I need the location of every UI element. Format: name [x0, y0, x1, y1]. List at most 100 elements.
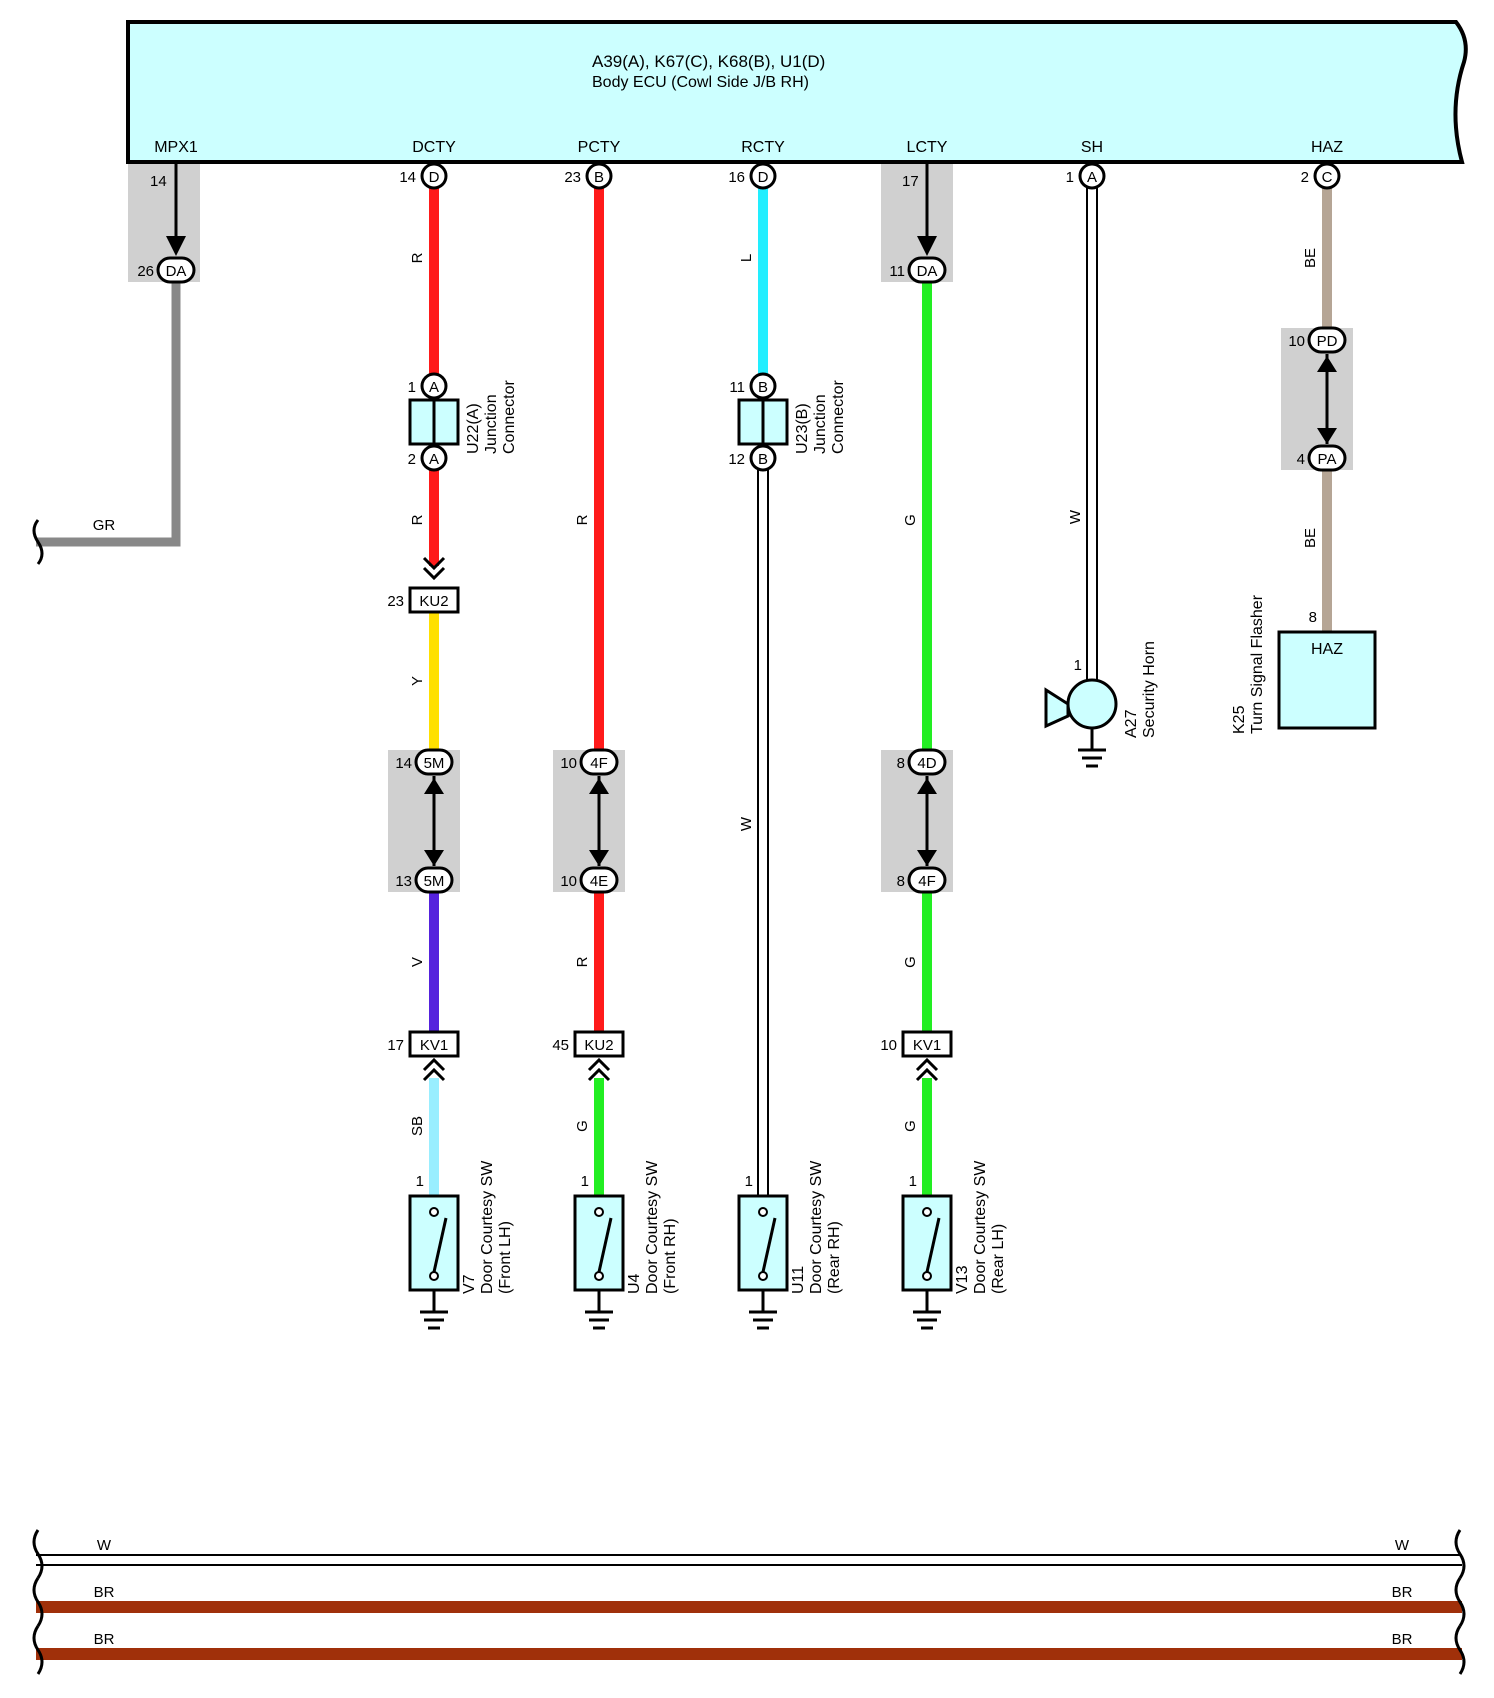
pcty-pin: 23: [564, 169, 581, 186]
rcty-junction-pin-out: 12: [728, 451, 745, 468]
dcty-junction-letter-out: A: [429, 451, 439, 468]
pcty-conn2-pin-top: 10: [560, 755, 577, 772]
pcty-circuit: B 23 R 4F 10 4E 10 R KU2 45 G 1 U4 Door …: [552, 162, 679, 1330]
pcty-conn3-name: KU2: [584, 1037, 613, 1054]
lcty-wire1: G: [902, 514, 919, 526]
haz-flasher-name: K25: [1231, 705, 1248, 734]
lcty-switch-desc1: Door Courtesy SW: [972, 1160, 989, 1294]
rcty-wire1: L: [738, 254, 755, 262]
dcty-switch-name: V7: [461, 1274, 478, 1294]
pcty-pin-letter: B: [594, 169, 604, 186]
rcty-junction-name: U23(B): [794, 403, 811, 454]
haz-flasher-desc: Turn Signal Flasher: [1249, 594, 1266, 734]
dcty-switch-desc1: Door Courtesy SW: [479, 1160, 496, 1294]
dcty-junction-pin-out: 2: [408, 451, 416, 468]
dcty-pin-letter: D: [429, 169, 440, 186]
rcty-circuit: D 16 L B 11 B 12 U23(B) Junction Connect…: [728, 162, 847, 1330]
dcty-circuit: D 14 R A 1 A 2 U22(A) Junction Connector…: [387, 162, 518, 1330]
pcty-wire1: R: [574, 514, 591, 525]
bus-label-0-right: W: [1395, 1537, 1410, 1554]
rcty-junction-pin-in: 11: [729, 379, 745, 396]
terminal-mpx1: MPX1: [154, 139, 198, 156]
rcty-switch-pin: 1: [745, 1173, 753, 1190]
dcty-junction-name: U22(A): [465, 403, 482, 454]
sh-pin-letter: A: [1087, 169, 1097, 186]
rcty-junction-letter-in: B: [758, 379, 768, 396]
dcty-junction-desc2: Connector: [501, 380, 518, 454]
lcty-switch-pin: 1: [909, 1173, 917, 1190]
ecu-title: A39(A), K67(C), K68(B), U1(D): [592, 52, 825, 71]
haz-wire1: BE: [1302, 248, 1319, 268]
lcty-wire2: G: [902, 956, 919, 968]
dcty-wire5: SB: [409, 1116, 426, 1136]
lcty-switch-name: V13: [954, 1265, 971, 1294]
pcty-conn2-top: 4F: [590, 755, 608, 772]
terminal-dcty: DCTY: [412, 139, 456, 156]
rcty-switch-desc1: Door Courtesy SW: [808, 1160, 825, 1294]
dcty-conn2-pin-top: 14: [395, 755, 412, 772]
bus-label-0-left: W: [97, 1537, 112, 1554]
haz-conn-bot: PA: [1318, 451, 1337, 468]
pcty-conn3-pin: 45: [552, 1037, 569, 1054]
haz-flasher-label: HAZ: [1311, 641, 1343, 658]
lcty-switch-desc2: (Rear LH): [990, 1224, 1007, 1294]
dcty-wire3: Y: [409, 676, 426, 686]
dcty-wire1: R: [409, 252, 426, 263]
sh-pin: 1: [1066, 169, 1074, 186]
mpx1-wire: GR: [93, 517, 116, 534]
sh-horn-pin: 1: [1074, 657, 1082, 674]
haz-conn-pin-top: 10: [1288, 333, 1305, 350]
pcty-switch-desc1: Door Courtesy SW: [644, 1160, 661, 1294]
mpx1-conn-pin: 26: [137, 263, 154, 280]
dcty-wire4: V: [409, 957, 426, 967]
haz-wire2: BE: [1302, 528, 1319, 548]
haz-pin-letter: C: [1322, 169, 1333, 186]
terminal-sh: SH: [1081, 139, 1103, 156]
terminal-pcty: PCTY: [578, 139, 621, 156]
lcty-conn: DA: [917, 263, 938, 280]
pcty-conn2-pin-bot: 10: [560, 873, 577, 890]
dcty-switch-desc2: (Front LH): [497, 1221, 514, 1294]
dcty-conn2-top: 5M: [424, 755, 445, 772]
lcty-conn-pin: 11: [889, 263, 905, 280]
dcty-conn1-pin: 23: [387, 593, 404, 610]
rcty-junction-desc1: Junction: [812, 394, 829, 454]
ecu-subtitle: Body ECU (Cowl Side J/B RH): [592, 74, 809, 91]
bus-label-1-left: BR: [94, 1584, 115, 1601]
dcty-junction-pin-in: 1: [408, 379, 416, 396]
rcty-pin: 16: [728, 169, 745, 186]
rcty-junction-desc2: Connector: [830, 380, 847, 454]
dcty-conn3-name: KV1: [420, 1037, 448, 1054]
sh-horn-name: A27: [1123, 709, 1140, 738]
lcty-pin: 17: [902, 173, 919, 190]
haz-circuit: C 2 BE PD 10 PA 4 BE 8 HAZ K25 Turn Sign…: [1231, 162, 1377, 734]
haz-conn-pin-bot: 4: [1297, 451, 1305, 468]
rcty-wire2: W: [738, 816, 755, 831]
lcty-conn2-pin-top: 8: [897, 755, 905, 772]
rcty-junction-letter-out: B: [758, 451, 768, 468]
mpx1-conn: DA: [166, 263, 187, 280]
terminal-lcty: LCTY: [907, 139, 948, 156]
haz-conn-top: PD: [1317, 333, 1338, 350]
mpx1-circuit: DA 14 26 GR: [32, 164, 200, 565]
bus-lines: W W BR BR BR BR: [32, 1529, 1466, 1675]
dcty-wire2: R: [409, 514, 426, 525]
haz-flasher-pin: 8: [1309, 609, 1317, 626]
lcty-conn2-top: 4D: [917, 755, 936, 772]
body-ecu: A39(A), K67(C), K68(B), U1(D) Body ECU (…: [126, 20, 1468, 164]
pcty-switch-name: U4: [626, 1273, 643, 1294]
lcty-conn2-pin-bot: 8: [897, 873, 905, 890]
pcty-switch-desc2: (Front RH): [662, 1218, 679, 1294]
dcty-junction-desc1: Junction: [483, 394, 500, 454]
sh-wire: W: [1067, 509, 1084, 524]
bus-label-2-right: BR: [1392, 1631, 1413, 1648]
sh-circuit: A 1 W 1 A27 Security Horn: [1044, 162, 1158, 768]
terminal-haz: HAZ: [1311, 139, 1343, 156]
lcty-wire3: G: [902, 1120, 919, 1132]
bus-label-1-right: BR: [1392, 1584, 1413, 1601]
haz-pin: 2: [1301, 169, 1309, 186]
sh-horn-desc: Security Horn: [1141, 641, 1158, 738]
lcty-conn3-pin: 10: [880, 1037, 897, 1054]
lcty-circuit: DA 17 11 G 4D 8 4F 8 G KV1 10 G 1 V13 Do…: [880, 164, 1007, 1330]
terminal-rcty: RCTY: [741, 139, 785, 156]
